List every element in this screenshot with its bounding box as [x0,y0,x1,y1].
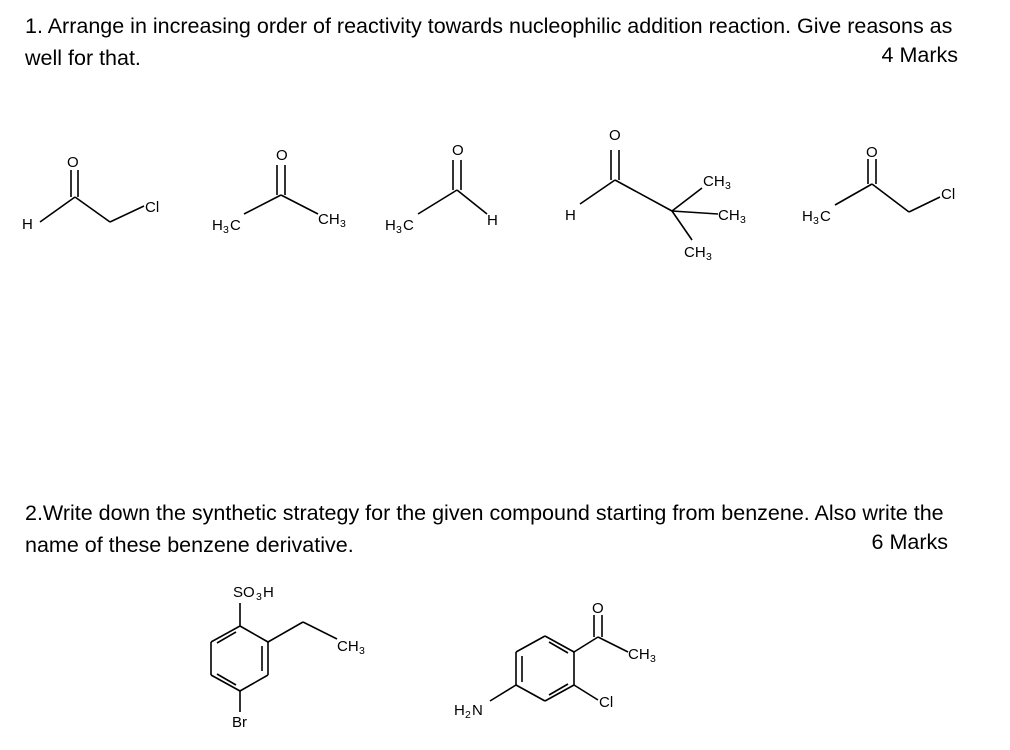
atom-cl: Cl [599,694,613,711]
structure-acetone: H 3 C O CH 3 [212,147,346,236]
atom-cl: Cl [145,199,159,216]
structure-bromo-ethylbenzenesulfonic-acid: SO 3 H CH 3 Br [210,584,365,731]
atom-h3c-c: C [403,217,414,234]
atom-ch3-right-ch: CH [718,207,740,224]
atom-ch3-sub: 3 [359,645,365,657]
question-1-text: 1. Arrange in increasing order of reacti… [25,14,953,70]
atom-ch3-right-sub: 3 [740,214,746,226]
atom-so3h-sub: 3 [256,591,262,603]
atom-h2n-n: N [472,702,483,719]
atom-h3c-h: H [802,208,813,225]
atom-h3c-sub: 3 [396,224,402,236]
structure-chloroacetone: H 3 C O Cl [802,144,955,227]
atom-o: O [452,142,464,159]
atom-ch3-ch: CH [337,638,359,655]
atom-h3c-c: C [820,208,831,225]
atom-h3c-sub: 3 [223,224,229,236]
question-1-marks: 4 Marks [881,43,958,67]
atom-o: O [67,154,79,171]
atom-cl: Cl [941,186,955,203]
structure-pivalaldehyde: H O CH 3 CH 3 CH 3 [565,127,746,263]
atom-h3c-sub: 3 [813,215,819,227]
atom-so3h-h: H [263,584,274,601]
question-2-marks: 6 Marks [871,530,948,554]
atom-h2n-h: H [454,702,465,719]
atom-br: Br [232,714,247,731]
atom-ch3-sub: 3 [650,653,656,665]
atom-o: O [866,144,878,161]
atom-ch3-top-sub: 3 [725,180,731,192]
atom-ch3-sub: 3 [340,218,346,230]
atom-ch3-ch: CH [628,646,650,663]
structure-amino-chloroacetophenone: O CH 3 Cl H 2 N [454,600,656,721]
atom-o: O [276,147,288,164]
atom-o: O [592,600,604,617]
structure-acetaldehyde: H 3 C O H [385,142,498,236]
atom-ch3-bottom-sub: 3 [706,251,712,263]
atom-h3c-h: H [212,217,223,234]
atom-h: H [22,216,33,233]
atom-ch3-bottom-ch: CH [684,244,706,261]
question-2-text: 2.Write down the synthetic strategy for … [25,501,944,557]
atom-o: O [609,127,621,144]
atom-h: H [487,212,498,229]
atom-ch3-top-ch: CH [703,173,725,190]
atom-ch3-ch: CH [318,211,340,228]
atom-h3c-c: C [230,217,241,234]
atom-h: H [565,207,576,224]
atom-h2n-sub: 2 [465,709,471,721]
atom-h3c-h: H [385,217,396,234]
structure-chloroacetaldehyde: H O Cl [22,154,159,233]
atom-so3h-so: SO [233,584,255,601]
